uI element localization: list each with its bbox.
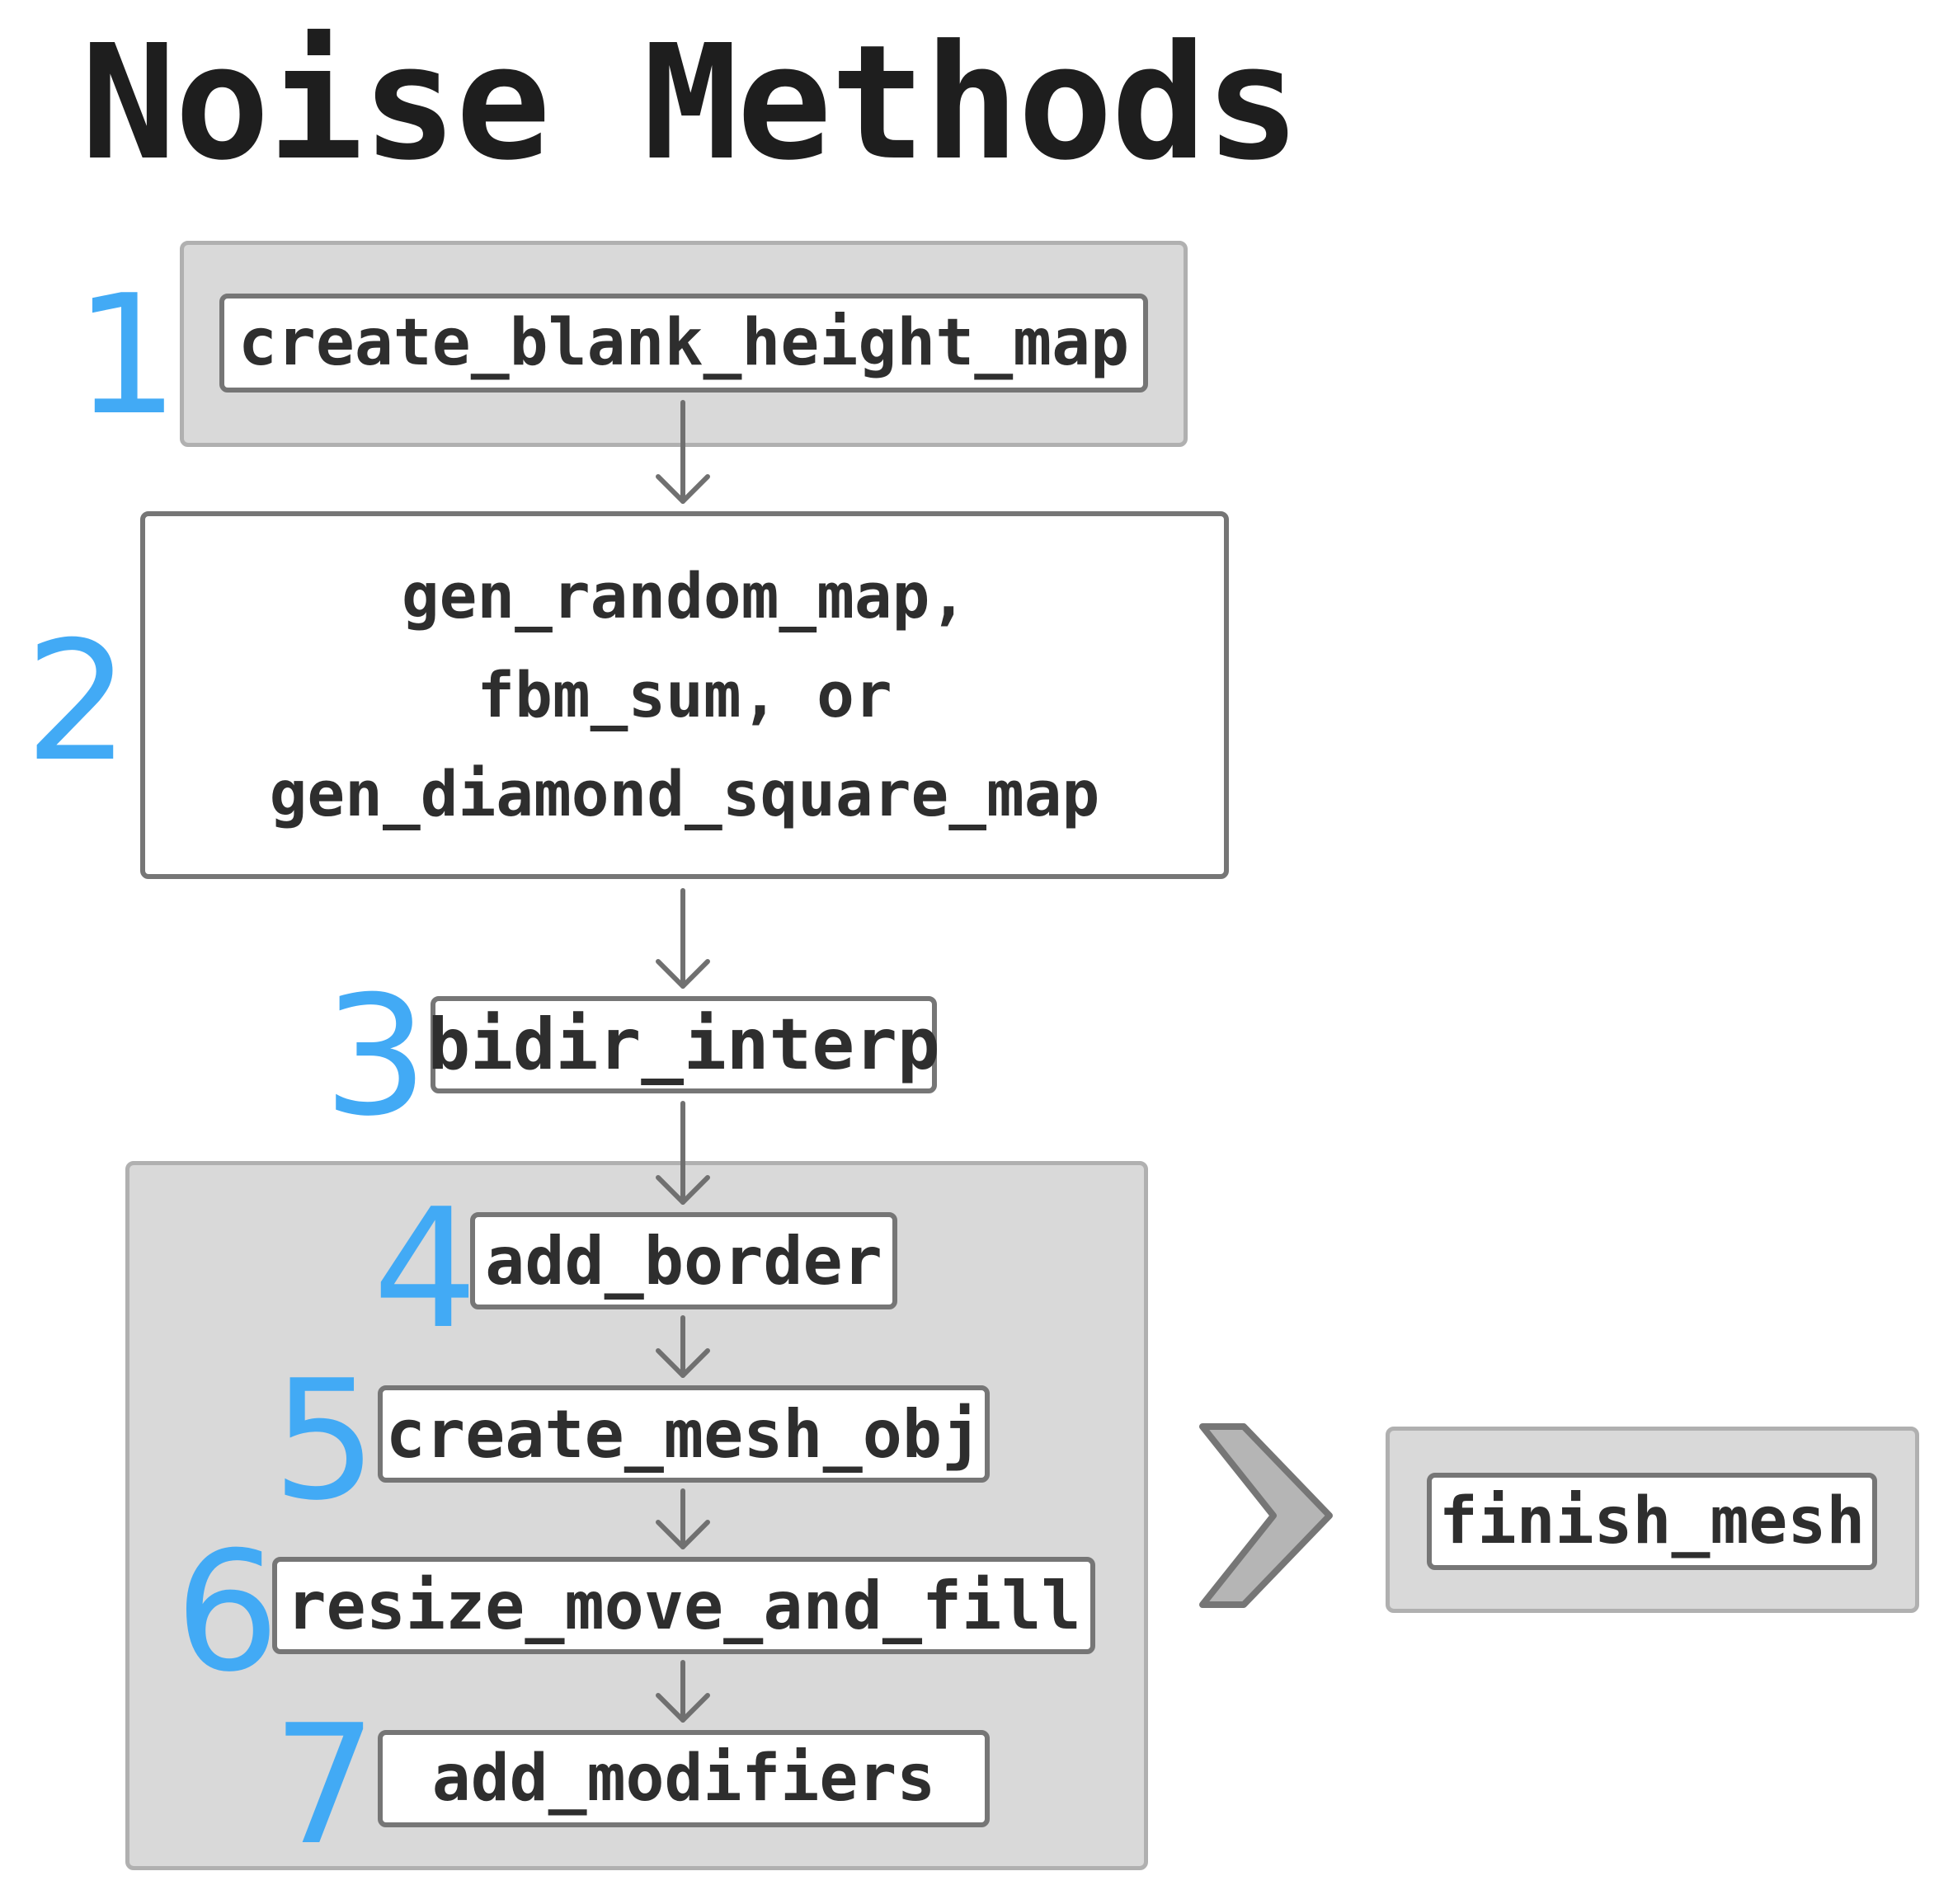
step-number-2: 2 bbox=[25, 606, 130, 798]
step-number-4: 4 bbox=[373, 1173, 478, 1366]
step-2-line-2: fbm_sum, or bbox=[477, 658, 892, 731]
step-3-box: bidir_interp bbox=[427, 996, 940, 1093]
finish-mesh-box: finish_mesh bbox=[1427, 1473, 1877, 1570]
step-6-box: resize_move_and_fill bbox=[272, 1557, 1095, 1654]
arrow-4-to-5 bbox=[656, 1315, 710, 1378]
arrow-1-to-2 bbox=[656, 400, 710, 504]
step-number-1: 1 bbox=[74, 260, 180, 452]
arrow-3-to-4 bbox=[656, 1101, 710, 1205]
arrow-2-to-3 bbox=[656, 888, 710, 989]
step-1-label: create_blank_height_map bbox=[238, 306, 1130, 380]
step-2-box: gen_random_map, fbm_sum, or gen_diamond_… bbox=[140, 511, 1229, 879]
step-2-line-3: gen_diamond_square_map bbox=[269, 757, 1100, 830]
step-number-7: 7 bbox=[272, 1690, 378, 1882]
step-7-box: add_modifiers bbox=[378, 1730, 990, 1827]
step-4-label: add_border bbox=[485, 1222, 882, 1300]
step-4-box: add_border bbox=[470, 1212, 897, 1309]
step-1-box: create_blank_height_map bbox=[219, 294, 1148, 393]
step-number-6: 6 bbox=[175, 1516, 280, 1709]
arrow-6-to-7 bbox=[656, 1660, 710, 1723]
page-title: Noise Methods bbox=[81, 12, 1301, 195]
step-2-line-1: gen_random_map, bbox=[401, 559, 968, 632]
step-number-3: 3 bbox=[323, 961, 429, 1153]
step-3-label: bidir_interp bbox=[427, 1004, 940, 1086]
step-7-label: add_modifiers bbox=[431, 1742, 936, 1816]
finish-mesh-label: finish_mesh bbox=[1438, 1484, 1866, 1558]
chevron-right-icon bbox=[1199, 1423, 1333, 1608]
step-6-label: resize_move_and_fill bbox=[286, 1567, 1081, 1644]
arrow-5-to-6 bbox=[656, 1488, 710, 1549]
step-number-5: 5 bbox=[272, 1345, 378, 1537]
step-5-box: create_mesh_obj bbox=[378, 1385, 990, 1483]
step-5-label: create_mesh_obj bbox=[385, 1395, 982, 1473]
